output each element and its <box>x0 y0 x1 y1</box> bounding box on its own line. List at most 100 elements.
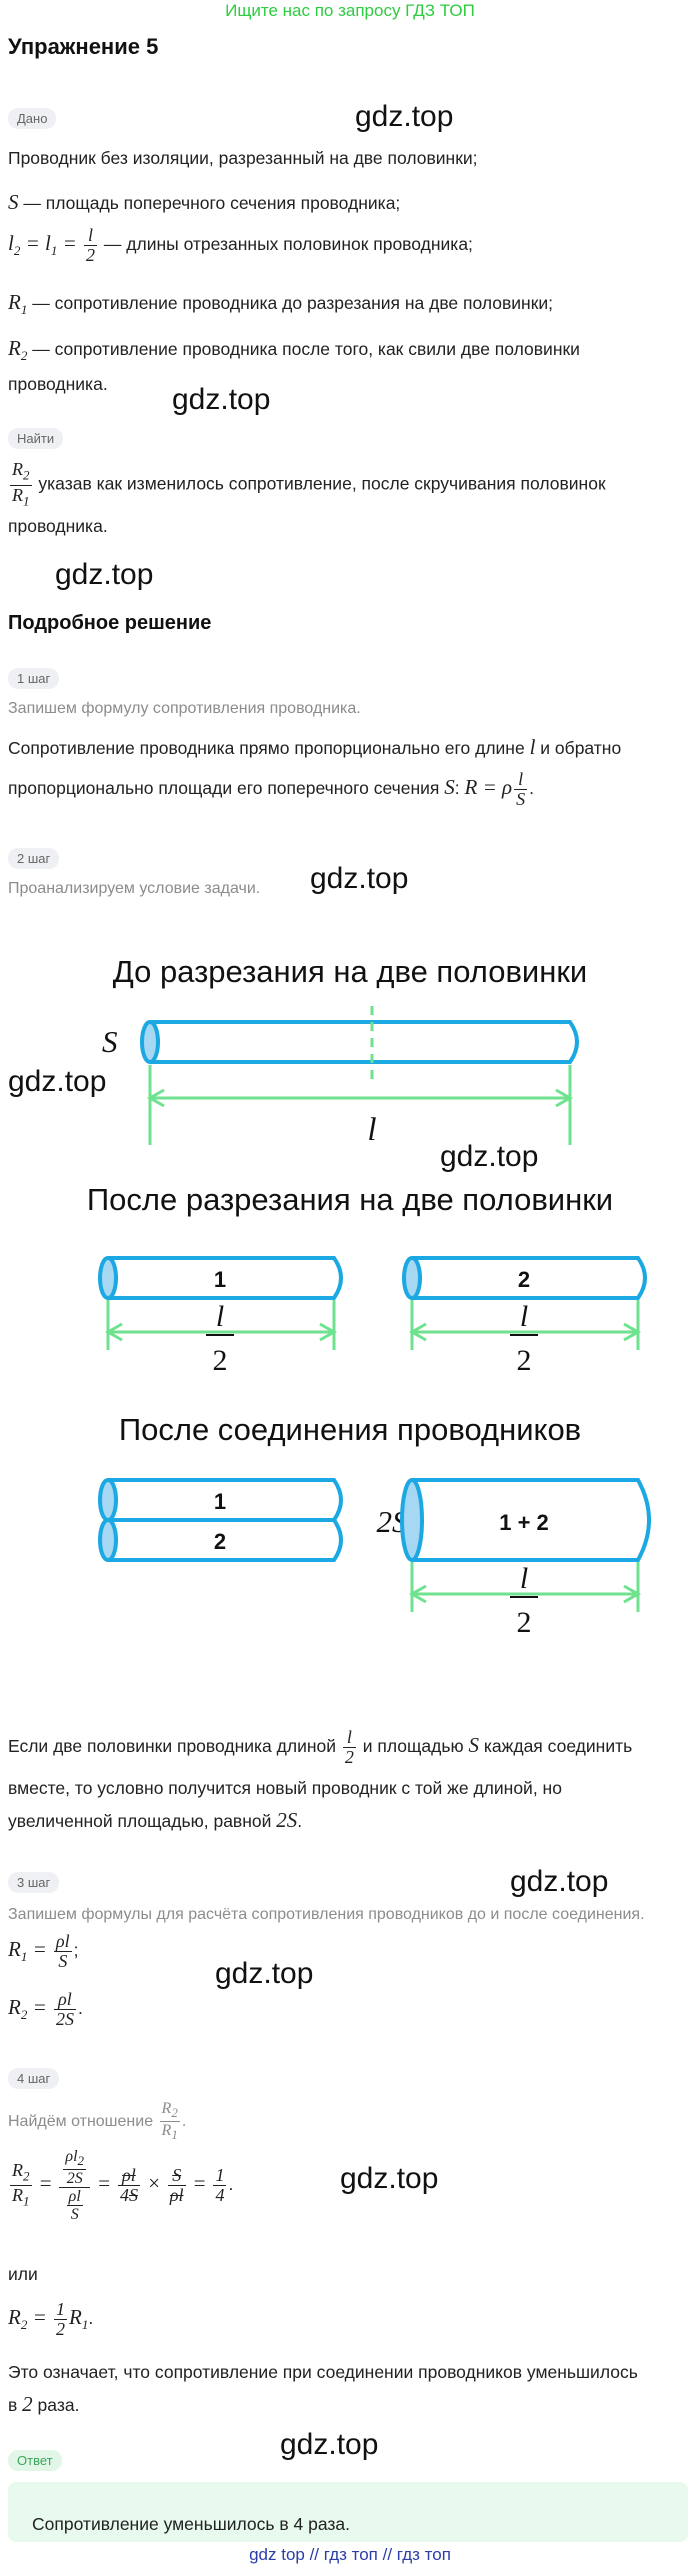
para-line-2: вместе, то условно получится новый прово… <box>8 1778 562 1798</box>
figure-title-2: После разрезания на две половинки <box>87 1182 613 1217</box>
step-1-text-b: и обратно <box>540 738 622 758</box>
symbol-l: l <box>529 735 536 759</box>
para-b: и площадью <box>362 1736 464 1757</box>
formula-R: S <box>444 775 455 800</box>
conclusion-line-2: в 2 раза. <box>8 2392 79 2417</box>
step-1-caption: Запишем формулу сопротивления проводника… <box>8 700 361 717</box>
step-1-text-a: Сопротивление проводника прямо пропорцио… <box>8 738 525 758</box>
watermark: gdz.top <box>55 558 154 591</box>
watermark: gdz.top <box>440 1140 539 1173</box>
given-line-2-text: — площадь поперечного сечения проводника… <box>23 193 401 213</box>
step-4-caption-text: Найдём отношение <box>8 2112 154 2130</box>
formula-R-lhs: R = ρ <box>464 775 513 800</box>
given-line-4: R1 — сопротивление проводника до разреза… <box>8 290 553 322</box>
given-line-5-text: — сопротивление проводника после того, к… <box>32 339 580 359</box>
step-2-caption: Проанализируем условие задачи. <box>8 880 261 897</box>
wire-before <box>140 1020 579 1064</box>
half-num: l <box>216 1300 224 1333</box>
find-text: указав как изменилось сопротивление, пос… <box>38 473 606 494</box>
half-den: 2 <box>517 1606 532 1639</box>
para-a: Если две половинки проводника длиной <box>8 1736 337 1757</box>
watermark: gdz.top <box>310 862 409 895</box>
para-e: увеличенной площадью, равной <box>8 1811 272 1831</box>
half-num: l <box>520 1562 528 1595</box>
label-2: 2 <box>518 1267 530 1292</box>
label-2: 2 <box>214 1529 226 1554</box>
symbol-S: S <box>468 1733 480 1758</box>
step-4-tag: 4 шаг <box>8 2068 60 2089</box>
watermark: gdz.top <box>340 2162 439 2195</box>
step-1-tag: 1 шаг <box>8 668 60 689</box>
symbol-2S: 2S <box>276 1808 298 1832</box>
symbol-R2: R2 <box>8 336 28 364</box>
dimension-half-1 <box>104 1300 338 1350</box>
label-l: l <box>367 1112 376 1148</box>
answer-tag: Ответ <box>8 2450 62 2471</box>
given-line-4-text: — сопротивление проводника до разрезания… <box>32 293 554 313</box>
conclusion-line-1: Это означает, что сопротивление при соед… <box>8 2362 638 2382</box>
symbol-S: S <box>8 190 19 214</box>
wire-half-1 <box>98 1256 343 1300</box>
given-line-2: S — площадь поперечного сечения проводни… <box>8 190 400 215</box>
answer-text: Сопротивление уменьшилось в 4 раза. <box>32 2514 351 2534</box>
promo-banner[interactable]: Ищите нас по запросу ГДЗ ТОП <box>225 1 475 20</box>
label-S: S <box>102 1024 118 1059</box>
find-line-2: проводника. <box>8 516 108 536</box>
conclusion-b: в <box>8 2395 18 2415</box>
page-title: Упражнение 5 <box>8 34 159 59</box>
half-num: l <box>520 1300 528 1333</box>
solution-title: Подробное решение <box>8 612 212 634</box>
dimension-l <box>146 1065 574 1145</box>
figure-title-1: До разрезания на две половинки <box>113 954 587 989</box>
footer-links[interactable]: gdz top // гдз топ // гдз топ <box>249 2545 451 2564</box>
step-1-text-2: пропорционально площади его поперечного … <box>8 769 534 809</box>
given-line-3-text: — длины отрезанных половинок проводника; <box>103 234 473 255</box>
label-1-plus-2: 1 + 2 <box>499 1510 549 1535</box>
label-1: 1 <box>214 1267 226 1292</box>
half-den: 2 <box>213 1344 228 1377</box>
step-1-text-1: Сопротивление проводника прямо пропорцио… <box>8 735 621 760</box>
wire-half-2 <box>402 1256 647 1300</box>
watermark: gdz.top <box>510 1865 609 1898</box>
number-2: 2 <box>22 2392 33 2416</box>
watermark: gdz.top <box>280 2428 379 2461</box>
label-1: 1 <box>214 1489 226 1514</box>
step-3-caption: Запишем формулы для расчёта сопротивлени… <box>8 1906 645 1923</box>
given-line-5: R2 — сопротивление проводника после того… <box>8 336 580 368</box>
wire-joined <box>400 1478 651 1562</box>
conclusion-c: раза. <box>37 2395 80 2415</box>
dimension-joined <box>408 1562 642 1612</box>
formula-l2-l1: l2 = l1 = <box>8 231 83 259</box>
watermark: gdz.top <box>8 1065 107 1098</box>
watermark: gdz.top <box>172 383 271 416</box>
para-c: каждая соединить <box>483 1736 633 1757</box>
step-3-tag: 3 шаг <box>8 1872 60 1893</box>
step-2-tag: 2 шаг <box>8 848 60 869</box>
or-text: или <box>8 2264 38 2284</box>
figure-title-3: После соединения проводников <box>119 1412 581 1447</box>
para-line-3: увеличенной площадью, равной 2S. <box>8 1808 303 1832</box>
half-den: 2 <box>517 1344 532 1377</box>
watermark: gdz.top <box>215 1957 314 1990</box>
step-1-text-c: пропорционально площади его поперечного … <box>8 778 440 799</box>
given-tag: Дано <box>8 108 57 129</box>
answer-box: Сопротивление уменьшилось в 4 раза. <box>8 2482 688 2542</box>
given-line-1: Проводник без изоляции, разрезанный на д… <box>8 148 478 168</box>
wire-stacked <box>98 1478 343 1562</box>
dimension-half-2 <box>408 1300 642 1350</box>
conductor-diagram: До разрезания на две половинки S l После… <box>87 954 651 1639</box>
find-tag: Найти <box>8 428 64 449</box>
watermark: gdz.top <box>355 100 454 133</box>
